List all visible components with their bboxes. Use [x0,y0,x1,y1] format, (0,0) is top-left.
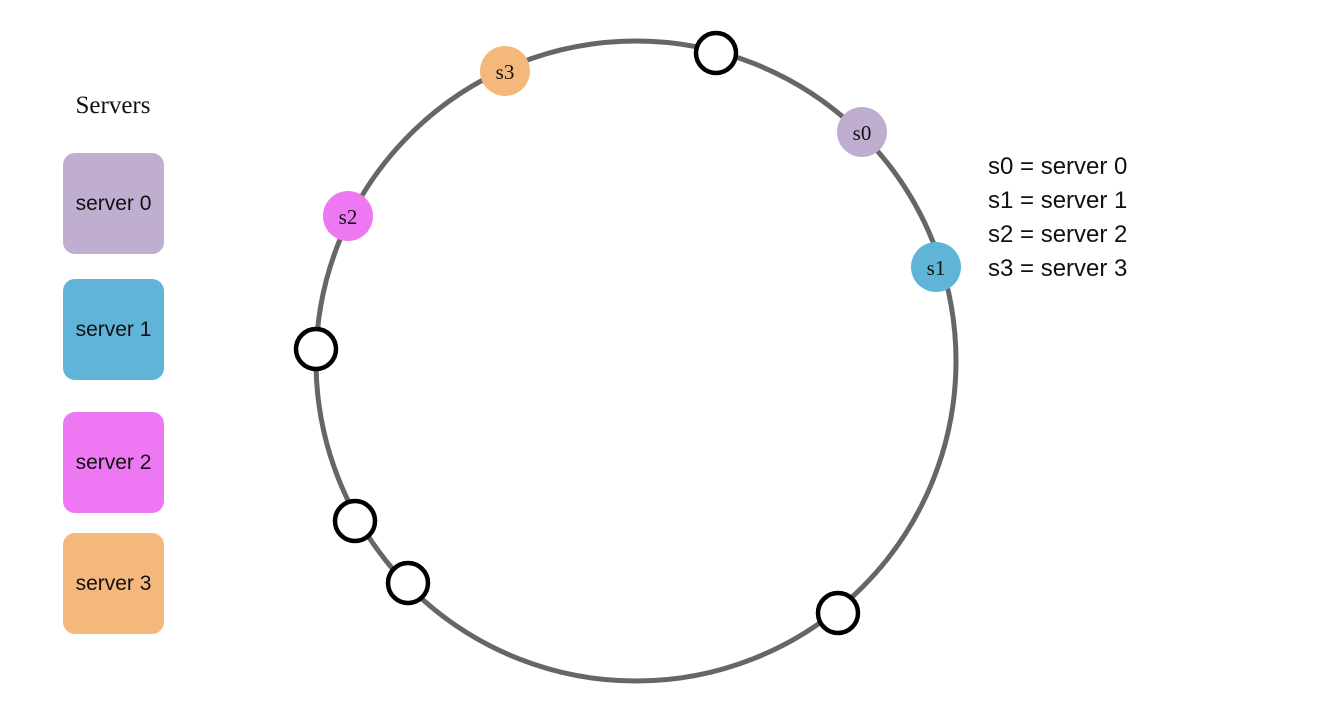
ring-node-s0-label: s0 [853,121,872,145]
ring-node-s0: s0 [837,107,887,157]
ring-empty-node [815,590,861,636]
legend-line: s1 = server 1 [988,187,1128,214]
server-box-3: server 3 [63,533,164,634]
ring-node-s1: s1 [911,242,961,292]
ring-empty-node [293,326,339,372]
legend-line: s3 = server 3 [988,255,1128,282]
ring-empty-node [385,560,431,606]
server-box-0: server 0 [63,153,164,254]
server-box-2: server 2 [63,412,164,513]
legend-line: s2 = server 2 [988,221,1128,248]
ring-node-s3: s3 [480,46,530,96]
ring-node-s2-circle [323,191,373,241]
servers-panel-title: Servers [75,92,151,119]
ring-node-s3-label: s3 [496,60,515,84]
ring-node-s3-circle [480,46,530,96]
ring-node-s1-label: s1 [927,256,946,280]
ring-node-s1-circle [911,242,961,292]
ring-node-s2: s2 [323,191,373,241]
server-box-1: server 1 [63,279,164,380]
legend-line: s0 = server 0 [988,153,1128,180]
ring-node-s2-label: s2 [339,205,358,229]
ring-empty-node [693,30,739,76]
ring-node-s0-circle [837,107,887,157]
server-legend: s0 = server 0 s1 = server 1 s2 = server … [988,150,1127,286]
ring-empty-node [332,498,378,544]
